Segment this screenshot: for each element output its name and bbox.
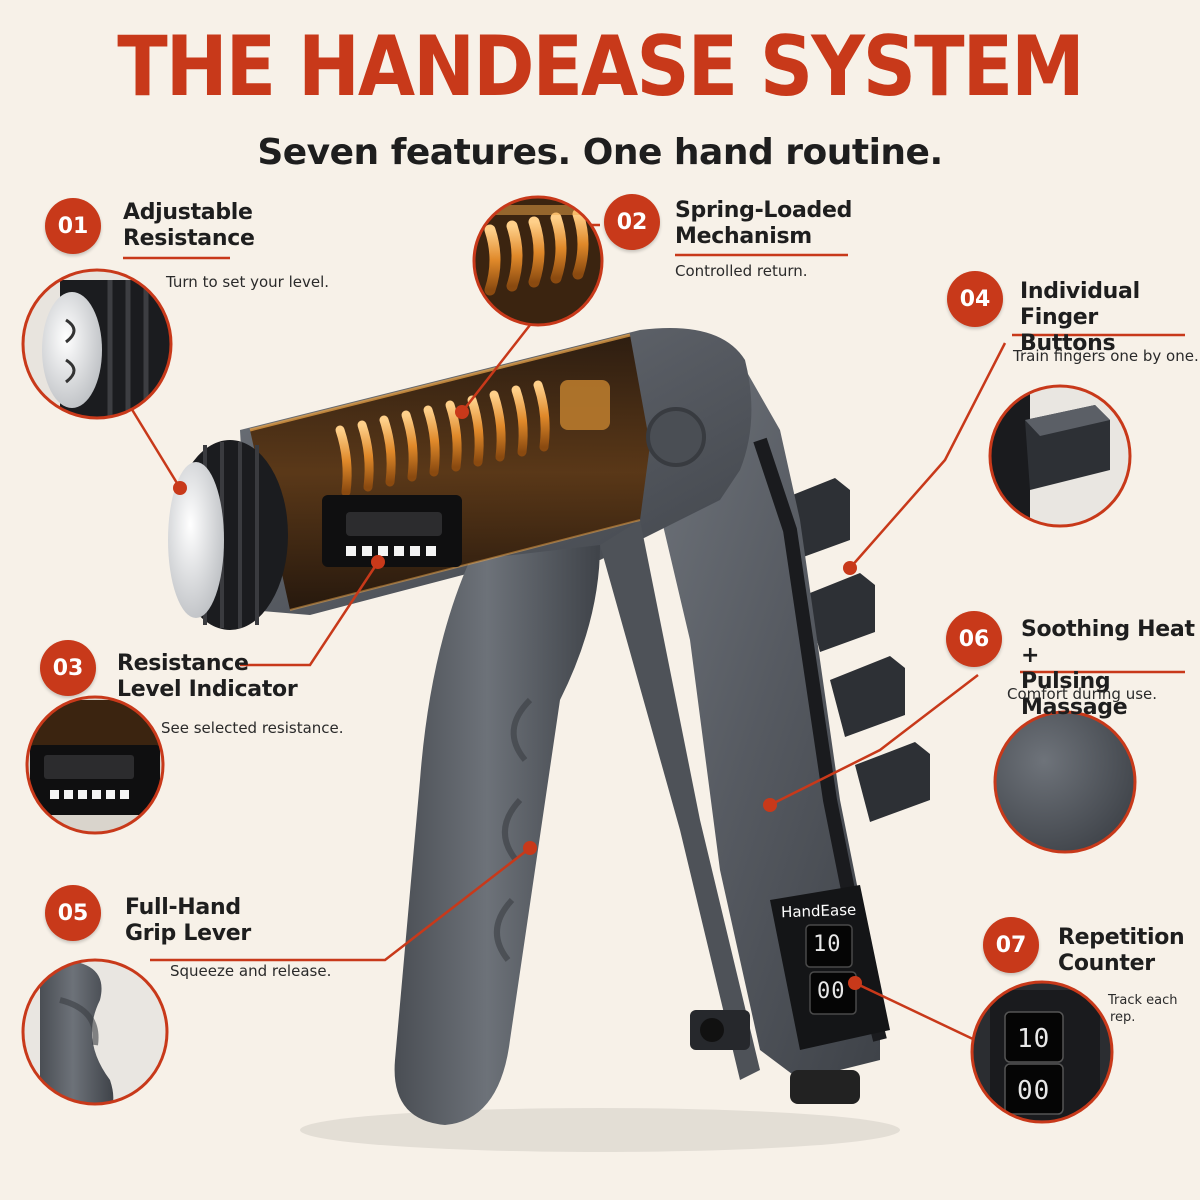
feature-04-desc: Train fingers one by one.: [1013, 347, 1199, 365]
feature-06-title: Soothing Heat +Pulsing Massage: [1021, 617, 1195, 720]
detail-counter-top: 10: [1017, 1024, 1051, 1054]
feature-02-badge: 02: [604, 194, 660, 250]
callout-dots: [173, 405, 862, 990]
detail-circle-massage-pad: [993, 710, 1137, 854]
callout-lines: [123, 223, 1185, 1042]
feature-02-desc: Controlled return.: [675, 262, 808, 280]
detail-circle-spring: [472, 195, 604, 327]
page-subtitle: Seven features. One hand routine.: [257, 132, 943, 173]
detail-circle-counter: [970, 980, 1114, 1124]
feature-05-badge: 05: [45, 885, 101, 941]
page-title: THE HANDEASE SYSTEM: [117, 18, 1085, 116]
feature-03-badge: 03: [40, 640, 96, 696]
device-counter-bottom: 00: [817, 979, 846, 1004]
finger-buttons: [780, 478, 930, 822]
feature-06-badge: 06: [946, 611, 1002, 667]
feature-01-desc: Turn to set your level.: [166, 273, 330, 291]
detail-circle-resistance-dial: [21, 268, 173, 420]
device-brand-label: HandEase: [780, 900, 857, 922]
spring-coils: [335, 380, 550, 497]
feature-07-badge: 07: [983, 917, 1039, 973]
detail-circle-level-indicator: [25, 695, 165, 835]
detail-counter-bottom: 00: [1017, 1076, 1051, 1106]
device-counter-top: 10: [813, 932, 842, 957]
feature-01-badge: 01: [45, 198, 101, 254]
feature-06-desc: Comfort during use.: [1007, 685, 1158, 703]
feature-04-badge: 04: [947, 271, 1003, 327]
feature-03-desc: See selected resistance.: [161, 719, 344, 737]
detail-circle-grip-lever: [21, 958, 169, 1106]
feature-05-desc: Squeeze and release.: [170, 962, 332, 980]
detail-circle-finger-buttons: [988, 384, 1132, 528]
